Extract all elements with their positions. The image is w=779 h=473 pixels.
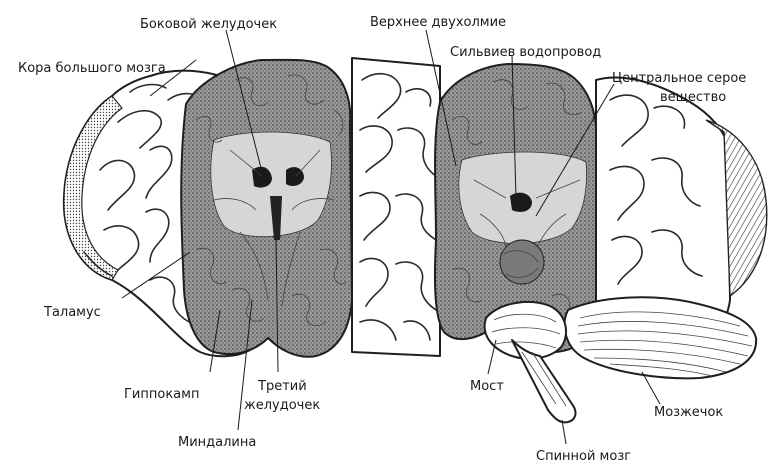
label-amygdala: Миндалина (178, 435, 256, 450)
label-thalamus: Таламус (43, 305, 101, 320)
label-aqueduct: Сильвиев водопровод (450, 45, 601, 60)
label-central-gray-line1: Центральное серое (612, 71, 746, 86)
label-spinal-cord: Спинной мозг (536, 449, 631, 464)
label-third-ventricle-line2: желудочек (244, 398, 320, 413)
label-pons: Мост (470, 379, 504, 394)
label-central-gray-line2: вещество (660, 90, 726, 105)
label-cerebellum: Мозжечок (654, 405, 723, 420)
middle-cortex-slab (352, 58, 440, 356)
label-cortex: Кора большого мозга (18, 61, 166, 76)
brainstem (485, 302, 576, 422)
label-superior-colliculus: Верхнее двухолмие (370, 15, 506, 30)
label-lateral-ventricle: Боковой желудочек (140, 17, 277, 32)
label-hippocampus: Гиппокамп (124, 387, 199, 402)
label-third-ventricle-line1: Третий (257, 379, 307, 394)
left-coronal-section (181, 60, 352, 357)
